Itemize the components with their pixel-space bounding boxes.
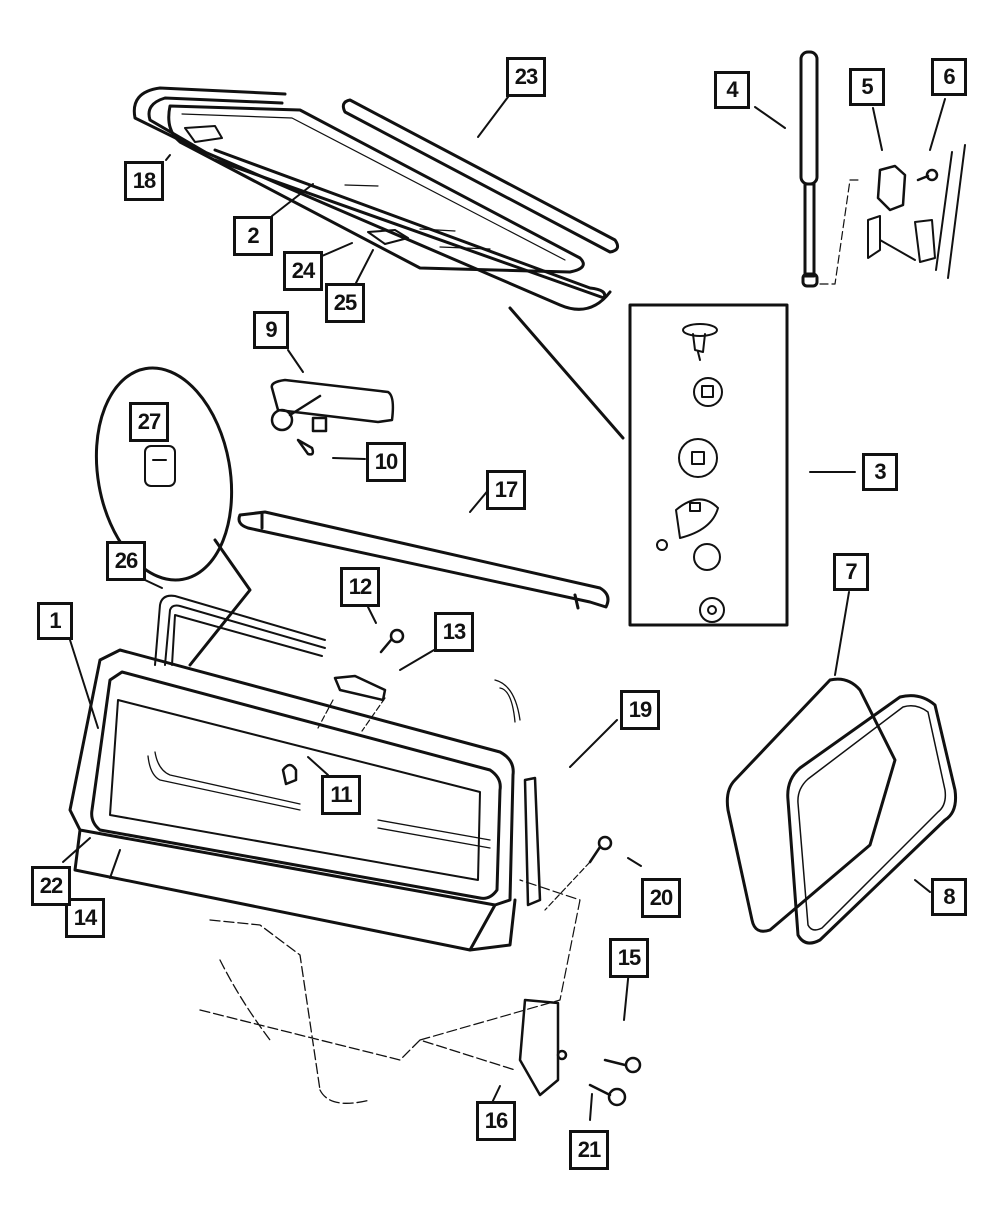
callout-18[interactable]: 18 [124,161,164,201]
callout-3[interactable]: 3 [862,453,898,491]
part-5-bracket [876,164,939,212]
part-8-window-seal [786,694,957,945]
callout-23[interactable]: 23 [506,57,546,97]
part-12-bolt [379,628,405,654]
callout-2[interactable]: 2 [233,216,273,256]
part-18-seal [132,86,612,311]
part-11-latch [281,763,298,786]
callout-16[interactable]: 16 [476,1101,516,1141]
detail-circle-leader [188,538,252,667]
callout-24[interactable]: 24 [283,251,323,291]
part-13-bracket [317,674,387,732]
callout-27[interactable]: 27 [129,402,169,442]
callout-21[interactable]: 21 [569,1130,609,1170]
callout-10[interactable]: 10 [366,442,406,482]
callout-14[interactable]: 14 [65,898,105,938]
callout-4[interactable]: 4 [714,71,750,109]
callout-25[interactable]: 25 [325,283,365,323]
part-17-strip [237,510,610,610]
part-27-cover [144,445,176,487]
part-2-glass [167,104,585,274]
callout-7[interactable]: 7 [833,553,869,591]
part-16-hinge [518,998,568,1097]
callout-15[interactable]: 15 [609,938,649,978]
callout-5[interactable]: 5 [849,68,885,106]
part-23-strip [341,98,620,254]
part-4-strut [799,50,819,288]
callout-20[interactable]: 20 [641,878,681,918]
part-3-hardware [656,323,725,623]
part-7-window-glass [725,677,897,933]
callout-9[interactable]: 9 [253,311,289,349]
leader-lines [62,96,946,1121]
callout-1[interactable]: 1 [37,602,73,640]
part-21-bolt [588,1083,627,1107]
part-26-seal [154,594,326,666]
part-20-screw [544,835,613,911]
part-27-detail-circle [94,366,234,582]
part-9-mirror [270,378,395,456]
callout-12[interactable]: 12 [340,567,380,607]
callout-26[interactable]: 26 [106,541,146,581]
callout-19[interactable]: 19 [620,690,660,730]
callout-17[interactable]: 17 [486,470,526,510]
strut-dashed-leader [819,179,861,285]
frame-detail-lines [147,679,521,849]
part-1-liftgate-frame [68,648,517,952]
callout-6[interactable]: 6 [931,58,967,96]
part-3-inset-box [628,303,789,627]
part-18-lower-strip [213,148,607,300]
callout-22[interactable]: 22 [31,866,71,906]
callout-13[interactable]: 13 [434,612,474,652]
part-3-inset-leader [508,306,625,440]
callout-11[interactable]: 11 [321,775,361,815]
part-15-bolt [603,1056,642,1074]
hinge-dashed-path [419,879,581,1041]
part-6-body-pillar [867,144,966,279]
body-outline [199,919,516,1104]
part-19-seal-strip [523,776,542,907]
callout-8[interactable]: 8 [931,878,967,916]
